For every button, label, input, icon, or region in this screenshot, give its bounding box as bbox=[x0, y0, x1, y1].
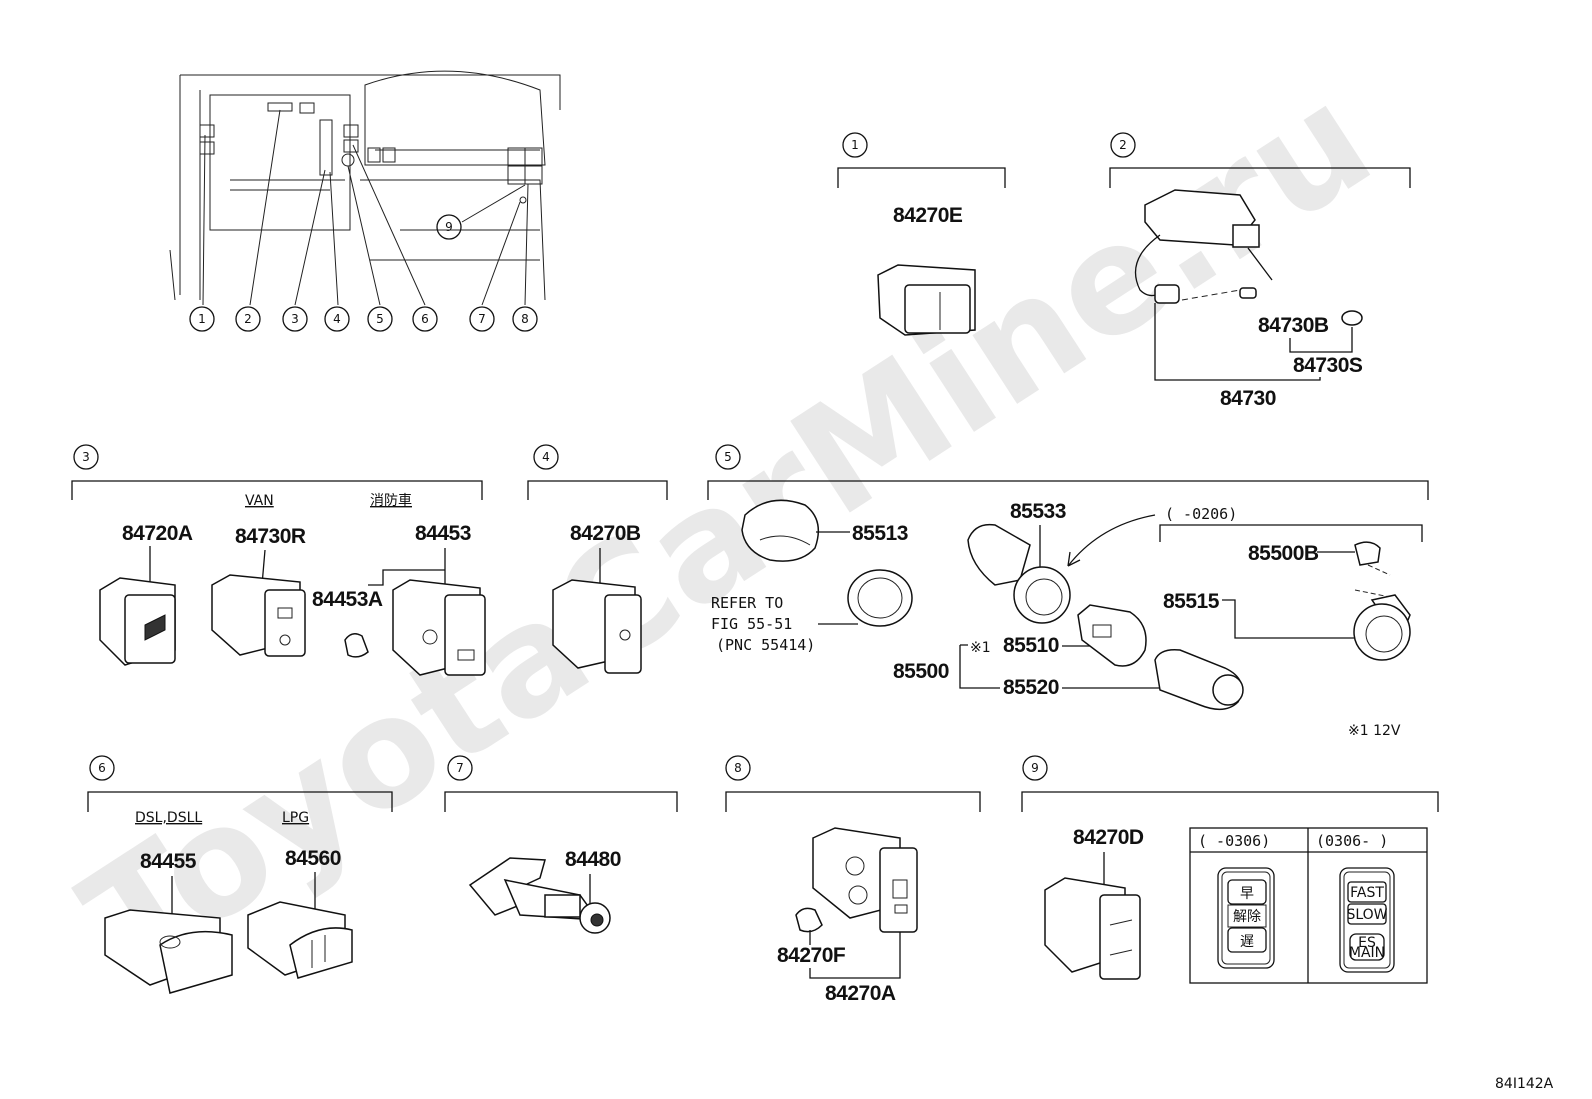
svg-text:7: 7 bbox=[456, 761, 464, 775]
section-2: 2 84730B 84730S 84730 bbox=[1109, 132, 1411, 410]
svg-text:7: 7 bbox=[478, 312, 486, 326]
part-84453[interactable]: 84453 bbox=[415, 522, 471, 545]
svg-text:MAIN: MAIN bbox=[1349, 945, 1385, 961]
btn-slow[interactable]: SLOW bbox=[1346, 903, 1388, 925]
part-85510[interactable]: 85510 bbox=[1003, 634, 1059, 657]
svg-text:5: 5 bbox=[724, 450, 732, 464]
section-4: 4 84270B bbox=[527, 444, 668, 674]
svg-text:1: 1 bbox=[198, 312, 206, 326]
section-3: 3 VAN 消防車 84720A 84730R 84453 84453A bbox=[71, 444, 486, 676]
btn-fast[interactable]: FAST bbox=[1347, 881, 1387, 903]
section-9-callout[interactable]: 9 bbox=[1022, 755, 1048, 781]
mark-1: ※1 bbox=[970, 640, 991, 656]
label-lpg: LPG bbox=[282, 810, 309, 826]
part-84560[interactable]: 84560 bbox=[285, 847, 341, 870]
part-84270B[interactable]: 84270B bbox=[570, 522, 641, 545]
refer-line-1: REFER TO bbox=[711, 594, 783, 612]
refer-line-3: (PNC 55414) bbox=[716, 636, 815, 654]
part-84730S[interactable]: 84730S bbox=[1293, 354, 1363, 377]
svg-text:ES: ES bbox=[1358, 935, 1376, 951]
callout-9[interactable]: 9 bbox=[436, 214, 462, 240]
svg-text:FAST: FAST bbox=[1350, 885, 1384, 901]
part-84720A[interactable]: 84720A bbox=[122, 522, 193, 545]
callout-4[interactable]: 4 bbox=[324, 306, 350, 332]
switch-panel: ( -0306) (0306- ) 早 解除 遅 FAST bbox=[1189, 827, 1428, 984]
svg-text:2: 2 bbox=[1119, 138, 1127, 152]
btn-es-main[interactable]: ES MAIN bbox=[1349, 933, 1385, 961]
svg-text:9: 9 bbox=[1031, 761, 1039, 775]
svg-text:6: 6 bbox=[421, 312, 429, 326]
part-84270D[interactable]: 84270D bbox=[1073, 826, 1144, 849]
section-8: 8 84270F 84270A bbox=[725, 755, 981, 1005]
dashboard-callouts: 1 2 3 4 5 6 7 8 9 bbox=[189, 214, 538, 332]
section-5-callout[interactable]: 5 bbox=[715, 444, 741, 470]
callout-2[interactable]: 2 bbox=[235, 306, 261, 332]
label-fire-truck: 消防車 bbox=[370, 492, 412, 509]
refer-line-2: FIG 55-51 bbox=[711, 615, 792, 633]
panel-right-head: (0306- ) bbox=[1316, 832, 1388, 850]
range-0206: ( -0206) bbox=[1165, 505, 1237, 523]
section-3-callout[interactable]: 3 bbox=[73, 444, 99, 470]
svg-text:解除: 解除 bbox=[1233, 909, 1261, 925]
part-84453A[interactable]: 84453A bbox=[312, 588, 383, 611]
part-85500[interactable]: 85500 bbox=[893, 660, 949, 683]
label-van: VAN bbox=[245, 493, 274, 509]
figure-code: 84I142A bbox=[1495, 1076, 1554, 1092]
svg-text:早: 早 bbox=[1240, 886, 1254, 902]
callout-6[interactable]: 6 bbox=[412, 306, 438, 332]
section-5: 5 85513 REFER TO FIG 55-51 (PNC 55414) 8… bbox=[707, 444, 1429, 739]
section-6: 6 DSL,DSLL LPG 84455 84560 bbox=[87, 755, 393, 994]
section-1: 1 84270E bbox=[837, 132, 1006, 336]
part-84730B[interactable]: 84730B bbox=[1258, 314, 1329, 337]
section-1-callout[interactable]: 1 bbox=[842, 132, 868, 158]
part-84270F[interactable]: 84270F bbox=[777, 944, 846, 967]
svg-text:4: 4 bbox=[333, 312, 341, 326]
btn-release-jp[interactable]: 解除 bbox=[1227, 904, 1267, 928]
callout-1[interactable]: 1 bbox=[189, 306, 215, 332]
callout-7[interactable]: 7 bbox=[469, 306, 495, 332]
part-85533[interactable]: 85533 bbox=[1010, 500, 1066, 523]
dashboard-overview bbox=[169, 70, 561, 306]
btn-slow-jp[interactable]: 遅 bbox=[1227, 927, 1267, 953]
part-85515[interactable]: 85515 bbox=[1163, 590, 1220, 613]
svg-text:1: 1 bbox=[851, 138, 859, 152]
svg-text:3: 3 bbox=[82, 450, 90, 464]
part-84455[interactable]: 84455 bbox=[140, 850, 197, 873]
section-9: 9 84270D ( -0306) (0306- ) 早 解除 bbox=[1021, 755, 1439, 984]
part-84270E[interactable]: 84270E bbox=[893, 204, 963, 227]
svg-text:2: 2 bbox=[244, 312, 252, 326]
part-84730[interactable]: 84730 bbox=[1220, 387, 1276, 410]
svg-text:遅: 遅 bbox=[1240, 934, 1254, 950]
note-12v: ※1 12V bbox=[1348, 723, 1401, 739]
callout-3[interactable]: 3 bbox=[282, 306, 308, 332]
label-dsl: DSL,DSLL bbox=[135, 810, 202, 826]
part-84480[interactable]: 84480 bbox=[565, 848, 621, 871]
svg-text:SLOW: SLOW bbox=[1346, 907, 1387, 923]
callout-5[interactable]: 5 bbox=[367, 306, 393, 332]
part-85500B[interactable]: 85500B bbox=[1248, 542, 1319, 565]
section-8-callout[interactable]: 8 bbox=[725, 755, 751, 781]
section-4-callout[interactable]: 4 bbox=[533, 444, 559, 470]
part-84270A[interactable]: 84270A bbox=[825, 982, 896, 1005]
section-2-callout[interactable]: 2 bbox=[1110, 132, 1136, 158]
part-85513[interactable]: 85513 bbox=[852, 522, 908, 545]
svg-text:9: 9 bbox=[445, 220, 453, 234]
callout-8[interactable]: 8 bbox=[512, 306, 538, 332]
section-6-callout[interactable]: 6 bbox=[89, 755, 115, 781]
panel-left-head: ( -0306) bbox=[1198, 832, 1270, 850]
svg-text:8: 8 bbox=[521, 312, 529, 326]
svg-text:6: 6 bbox=[98, 761, 106, 775]
svg-text:5: 5 bbox=[376, 312, 384, 326]
svg-text:4: 4 bbox=[542, 450, 550, 464]
part-85520[interactable]: 85520 bbox=[1003, 676, 1059, 699]
btn-fast-jp[interactable]: 早 bbox=[1227, 879, 1267, 905]
section-7: 7 84480 bbox=[444, 755, 678, 934]
section-7-callout[interactable]: 7 bbox=[447, 755, 473, 781]
svg-text:3: 3 bbox=[291, 312, 299, 326]
part-84730R[interactable]: 84730R bbox=[235, 525, 306, 548]
svg-text:8: 8 bbox=[734, 761, 742, 775]
